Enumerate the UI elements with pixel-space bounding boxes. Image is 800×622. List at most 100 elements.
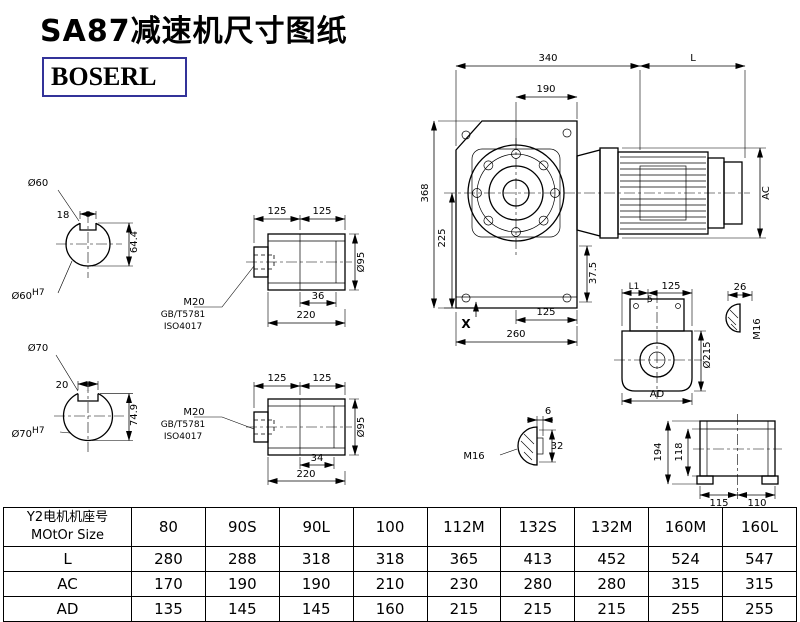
leader-line (194, 265, 255, 308)
corner-hole (461, 130, 471, 140)
center-line (693, 414, 782, 492)
cell: 210 (352, 571, 428, 597)
motor-fins (620, 156, 706, 230)
column-header: 160M (648, 507, 723, 547)
dim-label: 34 (311, 453, 324, 464)
cell: 255 (648, 596, 723, 622)
dim-label: 5 (647, 295, 653, 305)
shaft-side-detail-bottom: 125 125 34 220 Ø95 M20 GB/T5781 ISO4017 (161, 373, 367, 485)
plug-hatch (520, 433, 535, 461)
cell: 255 (722, 596, 797, 622)
cell: 190 (278, 571, 354, 597)
cell: 413 (500, 546, 576, 572)
dim-label: 190 (536, 84, 555, 95)
dim-label-key-height: 64.4 (129, 231, 140, 253)
column-header: 160L (722, 507, 797, 547)
leader-line (55, 354, 79, 392)
dim-label: 115 (709, 498, 728, 507)
technical-drawing: 340 L 190 368 225 AC 37.5 125 260 (11, 53, 782, 507)
cell: 170 (131, 571, 206, 597)
extension-lines (536, 416, 544, 436)
dim-label-diameter: Ø95 (355, 252, 367, 273)
column-header: 80 (131, 507, 206, 547)
brand-logo-text: BOSERL (51, 62, 157, 91)
cell: 315 (722, 571, 797, 597)
cell: 365 (426, 546, 502, 572)
dim-label-key-width: 20 (56, 380, 69, 391)
extension-lines (515, 102, 578, 146)
brand-logo: BOSERL (42, 57, 187, 97)
bolt-hole (483, 160, 494, 171)
bolt-hole (675, 303, 681, 309)
extension-lines (622, 147, 766, 239)
diameter-label: Ø60 (28, 177, 49, 189)
column-header: 90S (204, 507, 280, 547)
dim-label: 125 (661, 281, 680, 292)
center-line (56, 212, 122, 278)
motor-dimension-table: Y2电机机座号 MOtOr Size 80 90S 90L 100 112M 1… (3, 507, 797, 622)
thread-label: M20 (183, 407, 204, 418)
keyway-slot (77, 393, 99, 402)
dim-label: 194 (653, 442, 664, 461)
corner-hole (562, 128, 572, 138)
cell: 215 (500, 596, 576, 622)
page-title: SA87减速机尺寸图纸 (40, 14, 348, 49)
foot (761, 475, 779, 485)
column-header: 112M (426, 507, 502, 547)
dim-340: 340 (455, 53, 641, 150)
dim-label: 6 (545, 406, 551, 417)
dim-225: 225 (437, 192, 456, 309)
datum-x: X (461, 301, 479, 331)
table-header-row: Y2电机机座号 MOtOr Size 80 90S 90L 100 112M 1… (3, 507, 797, 547)
dim-ac: AC (622, 147, 772, 239)
shaft-end-view-70: 20 74.9 Ø70 Ø70H7 (11, 342, 140, 452)
leader-line (57, 189, 80, 222)
dim-37-5: 37.5 (579, 245, 599, 303)
bolt-hole (483, 215, 494, 226)
leader-line (57, 260, 73, 294)
thread-label: M20 (183, 297, 204, 308)
bolt-hole (538, 215, 549, 226)
header-line-en: MOtOr Size (31, 528, 104, 543)
side-view: L1 125 5 26 M16 Ø215 AD (614, 281, 763, 405)
row-label: L (3, 546, 132, 572)
front-view (444, 120, 750, 309)
cell: 280 (574, 571, 650, 597)
dim-label: 125 (267, 206, 286, 217)
corner-hole (461, 293, 471, 303)
standard-label: GB/T5781 (161, 420, 206, 430)
dim-260: 260 (455, 312, 578, 346)
cell: 190 (204, 571, 280, 597)
fit-superscript: H7 (32, 288, 45, 298)
dim-label-diameter: Ø95 (355, 417, 367, 438)
motor-fan-cover (723, 161, 743, 225)
plug-step (536, 437, 544, 455)
cell: 318 (278, 546, 354, 572)
center-line (444, 138, 750, 256)
column-header: 90L (278, 507, 354, 547)
dim-label: 125 (536, 307, 555, 318)
shaft-end-view-60: 18 64.4 Ø60 Ø60H7 (11, 177, 140, 302)
rear-view: 194 118 115 110 (653, 414, 782, 507)
thread-label: M16 (752, 318, 763, 339)
extension-lines (672, 420, 700, 485)
plug-shape (725, 303, 741, 333)
dim-label: L1 (629, 282, 640, 292)
bore-lines (268, 234, 345, 290)
dim-label-key-height: 74.9 (129, 404, 140, 426)
cell: 318 (352, 546, 428, 572)
cell: 215 (426, 596, 502, 622)
motor-size-header-cell: Y2电机机座号 MOtOr Size (3, 507, 132, 547)
dim-190: 190 (515, 84, 578, 146)
keyway-mask (78, 391, 98, 401)
leader-line (59, 431, 71, 434)
cell: 452 (574, 546, 650, 572)
standard-label: ISO4017 (164, 322, 202, 332)
dim-label: 368 (420, 183, 431, 202)
dim-label-diameter: Ø215 (701, 342, 713, 369)
diameter-label: Ø70 (28, 342, 49, 354)
cell: 280 (131, 546, 206, 572)
motor-mid-block (639, 165, 687, 221)
dim-label: 225 (437, 228, 448, 247)
bore-lines (268, 399, 345, 455)
